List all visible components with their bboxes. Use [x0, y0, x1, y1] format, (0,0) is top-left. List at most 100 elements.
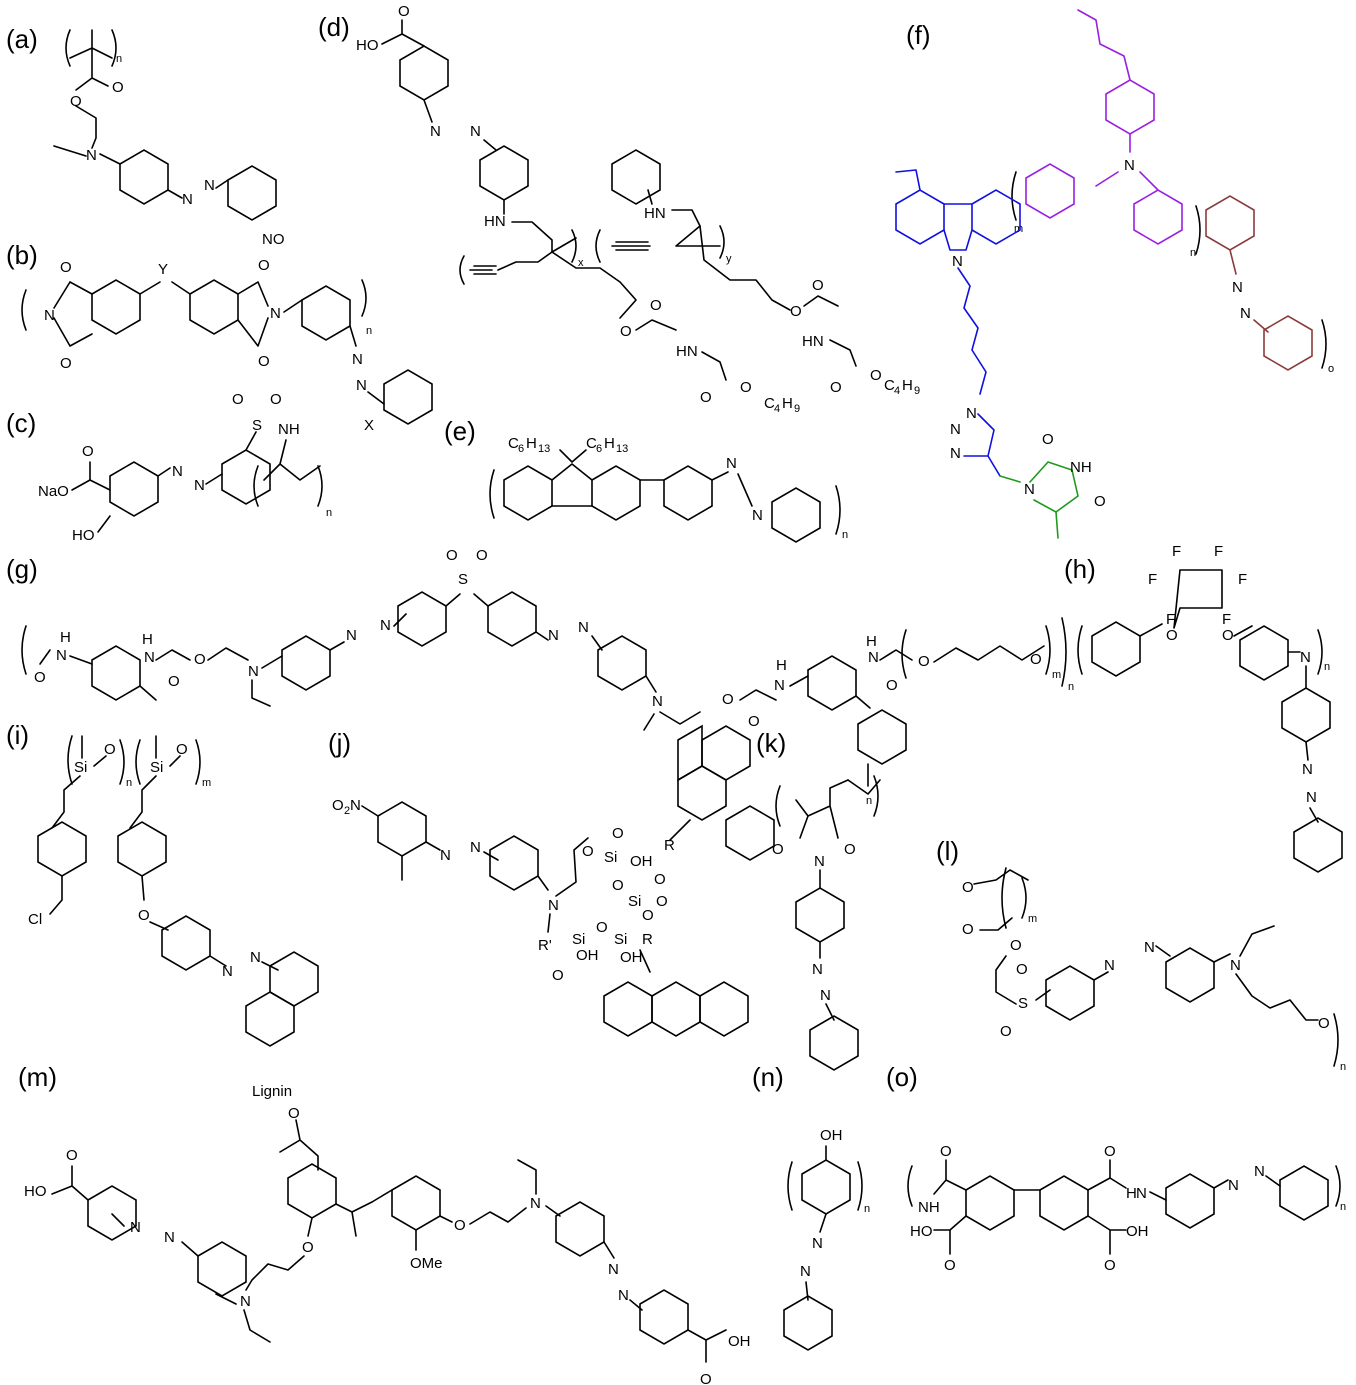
atom-lignin: Lignin — [252, 1083, 292, 1100]
atom-o: O — [642, 907, 654, 924]
atom-o: O — [790, 303, 802, 320]
atom-n: N — [430, 123, 441, 140]
atom-si: Si — [150, 759, 163, 776]
atom-n: N — [182, 191, 193, 208]
atom-o: O — [1104, 1143, 1116, 1160]
atom-o: O — [918, 653, 930, 670]
subscript-y: y — [726, 253, 732, 265]
atom-n: N — [1240, 305, 1251, 322]
subscript-m: m — [1028, 913, 1037, 925]
panel-label-l: (l) — [936, 836, 959, 866]
atom-o: O — [1104, 1257, 1116, 1274]
atom-r: R — [664, 837, 675, 854]
subscript-m: m — [1052, 669, 1061, 681]
atom-n: N — [618, 1287, 629, 1304]
atom-n: N — [548, 627, 559, 644]
panel-label-k: (k) — [756, 728, 786, 758]
atom-n: N — [270, 305, 281, 322]
atom-nh: NH — [918, 1199, 940, 1216]
atom-oh: OH — [620, 949, 643, 966]
structure-i: Si O n Si O m Cl O N N — [28, 735, 319, 1047]
atom-h: H — [866, 633, 877, 650]
atom-o: O — [612, 877, 624, 894]
atom-oh: OH — [728, 1333, 751, 1350]
atom-o: O — [258, 353, 270, 370]
atom-o: O — [302, 1239, 314, 1256]
atom-n: N — [578, 619, 589, 636]
atom-o: O — [454, 1217, 466, 1234]
atom-hn: HN — [802, 333, 824, 350]
atom-n: N — [1104, 957, 1115, 974]
subscript-m: m — [1014, 223, 1023, 235]
subscript-n: n — [1340, 1061, 1346, 1073]
atom-o: O — [288, 1105, 300, 1122]
atom-n: N — [1136, 1185, 1147, 1202]
subscript-n: n — [116, 53, 122, 65]
atom-o: O — [962, 921, 974, 938]
atom-n: N — [1300, 649, 1311, 666]
atom-o: O — [582, 843, 594, 860]
structure-m: Lignin O O N N N O HO OMe O N N N OH — [24, 1083, 751, 1385]
atom-y: Y — [158, 261, 168, 278]
atom-n: N — [164, 1229, 175, 1246]
atom-n: N — [1144, 939, 1155, 956]
atom-n: N — [950, 445, 961, 462]
atom-r: R — [642, 931, 653, 948]
atom-n: N — [1232, 279, 1243, 296]
subscript-x: x — [578, 257, 584, 269]
atom-n: N — [56, 647, 67, 664]
atom-o: O — [168, 673, 180, 690]
atom-o: O — [620, 323, 632, 340]
atom-o: O — [1222, 627, 1234, 644]
panel-label-m: (m) — [18, 1062, 57, 1092]
atom-f: F — [1238, 571, 1247, 588]
subscript-n: n — [1340, 1201, 1346, 1213]
atom-o: O — [612, 825, 624, 842]
atom-n: N — [240, 1293, 251, 1310]
structure-g: O H N H N O O N N N S O O N N N O O H — [21, 547, 1074, 731]
atom-o: O — [1030, 651, 1042, 668]
atom-n: N — [222, 963, 233, 980]
atom-o: O — [962, 879, 974, 896]
panel-label-h: (h) — [1064, 554, 1096, 584]
atom-n: N — [144, 649, 155, 666]
subscript-2: 2 — [344, 805, 350, 817]
panel-label-a: (a) — [6, 24, 38, 54]
structure-d: HO O N N HN x HN y O O HN O O C 4 H — [356, 3, 920, 415]
atom-rp: R' — [538, 937, 552, 954]
atom-n: N — [86, 147, 97, 164]
atom-nh: NH — [278, 421, 300, 438]
atom-o: O — [1042, 431, 1054, 448]
atom-n: N — [440, 847, 451, 864]
atom-oh: OH — [1126, 1223, 1149, 1240]
atom-o: O — [940, 1143, 952, 1160]
structure-j: O 2 N N N N R' O Si O OH O Si O O O R O … — [332, 724, 775, 1037]
atom-si: Si — [614, 931, 627, 948]
atom-si: Si — [628, 893, 641, 910]
atom-n: N — [346, 627, 357, 644]
atom-nao: NaO — [38, 483, 69, 500]
atom-ho: HO — [24, 1183, 47, 1200]
atom-oh: OH — [630, 853, 653, 870]
atom-c4h9: C — [764, 395, 775, 412]
panel-label-o: (o) — [886, 1062, 918, 1092]
atom-n: N — [1306, 789, 1317, 806]
atom-o: O — [1010, 937, 1022, 954]
structure-b: N O O Y O O N n N N X — [21, 257, 433, 434]
atom-o: O — [66, 1147, 78, 1164]
subscript-4: 4 — [894, 385, 900, 397]
subscript-6: 6 — [518, 443, 524, 455]
atom-n: N — [608, 1261, 619, 1278]
atom-o: O — [112, 79, 124, 96]
subscript-13: 13 — [616, 443, 628, 455]
atom-h: H — [60, 629, 71, 646]
subscript-6: 6 — [596, 443, 602, 455]
atom-c4h9: C — [884, 377, 895, 394]
atom-o: O — [700, 1371, 712, 1385]
atom-f: F — [1172, 543, 1181, 560]
atom-n: N — [812, 1235, 823, 1252]
atom-n: N — [814, 853, 825, 870]
atom-n: N — [950, 421, 961, 438]
atom-f: F — [1148, 571, 1157, 588]
atom-o: O — [650, 297, 662, 314]
